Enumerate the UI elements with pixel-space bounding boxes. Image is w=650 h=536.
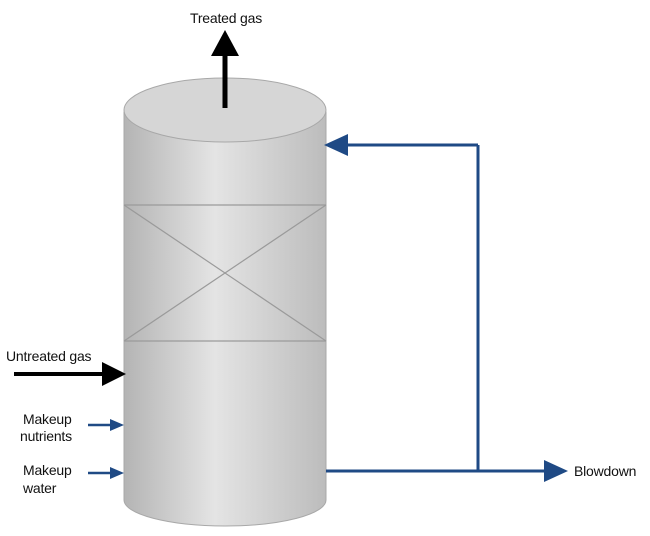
makeup-nutrients-label-line2: nutrients [20,428,72,444]
packing-diagonal-b [123,204,327,342]
blowdown-label: Blowdown [574,463,637,479]
makeup-water-label-line2: water [23,480,57,496]
makeup-nutrients-label-line1: Makeup [23,411,72,427]
arrow-left-icon [324,134,348,156]
recirculation-line [326,143,546,473]
vessel [123,77,327,527]
treated-gas-head [211,30,239,56]
arrow-right-icon [88,467,124,479]
untreated-gas-head [102,362,126,386]
packing-section [123,204,327,342]
makeup-water-label-line1: Makeup [23,462,72,478]
arrow-right-icon [544,460,568,482]
arrow-right-icon [88,419,124,431]
untreated-gas-label: Untreated gas [6,348,92,364]
nutrients-head [110,419,124,431]
treated-gas-label: Treated gas [190,10,262,26]
vessel-body [123,111,327,527]
arrow-up-icon [211,30,239,108]
arrow-right-icon [14,362,126,386]
water-head [110,467,124,479]
